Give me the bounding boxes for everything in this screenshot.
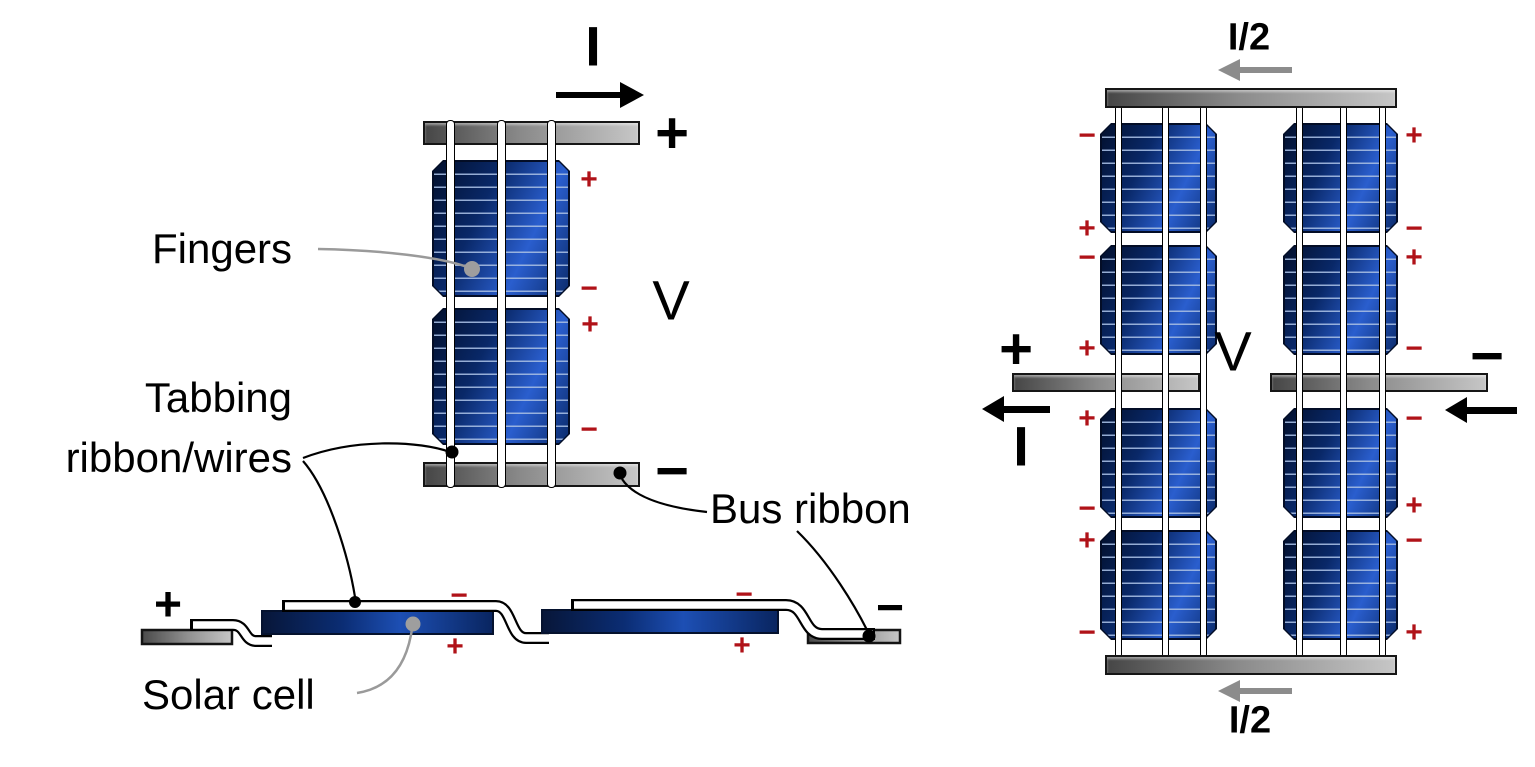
module-current-label: I [1013, 414, 1029, 478]
polarity-mark: − [580, 272, 598, 305]
bus-ribbon-dot-b [862, 629, 876, 643]
module-top-current-label: I/2 [1227, 16, 1271, 59]
tabbing-ribbon-label-line1: Tabbing [144, 374, 292, 421]
polarity-mark: − [1078, 241, 1096, 274]
module-positive-terminal: + [999, 316, 1033, 382]
left-current-arrow-head-icon [620, 82, 644, 108]
bus-ribbon-label: Bus ribbon [710, 485, 911, 532]
fingers-label: Fingers [152, 225, 293, 272]
module-bottom-bus-ribbon [1105, 655, 1397, 675]
polarity-mark: + [1405, 616, 1423, 649]
module-top-arrow-shaft [1240, 67, 1292, 73]
polarity-mark: − [1078, 616, 1096, 649]
left-voltage-label: V [652, 268, 690, 332]
polarity-mark: + [1078, 524, 1096, 557]
left-current-arrow-shaft [556, 92, 620, 98]
cross-section-drawing [140, 599, 902, 647]
left-current-label: I [585, 14, 601, 78]
tabbing-wire [547, 120, 556, 488]
polarity-mark: + [581, 308, 599, 341]
polarity-mark: − [450, 579, 468, 612]
tabbing-wire [1340, 105, 1347, 658]
xsec-tabbing-ribbon-1-outline [190, 619, 272, 647]
xsec-tabbing-ribbon-2-outline [282, 600, 549, 644]
tabbing-wire [1162, 105, 1169, 658]
left-negative-terminal: − [655, 438, 689, 504]
left-top-bus-ribbon [423, 121, 640, 145]
xsec-positive-terminal: + [153, 578, 183, 632]
module-top-arrow-head-icon [1218, 59, 1240, 81]
tabbing-leader-line-a [302, 442, 451, 460]
polarity-mark: − [1405, 332, 1423, 365]
xsec-negative-terminal: − [875, 581, 905, 635]
xsec-tabbing-ribbon-3 [574, 601, 873, 638]
solar-cell-leader-line [356, 628, 414, 695]
polarity-mark: + [1078, 402, 1096, 435]
left-bottom-bus-ribbon [423, 462, 640, 487]
xsec-tabbing-ribbon-1 [193, 621, 272, 645]
tabbing-leader-line-b [302, 460, 357, 598]
polarity-mark: − [1405, 524, 1423, 557]
solar-cell-label: Solar cell [142, 671, 315, 718]
solar-cell-dot [405, 616, 421, 632]
polarity-mark: − [1078, 119, 1096, 152]
xsec-tabbing-ribbon-2 [285, 602, 549, 642]
tabbing-wire [497, 120, 506, 488]
tabbing-wire [1296, 105, 1303, 658]
module-voltage-label: V [1214, 319, 1252, 383]
tabbing-ribbon-label: Tabbing ribbon/wires [40, 368, 292, 488]
module-bottom-current-label: I/2 [1228, 699, 1272, 742]
tabbing-wire [1115, 105, 1122, 658]
xsec-tabbing-ribbon-3-outline [571, 599, 875, 640]
leader-dots [349, 261, 876, 643]
polarity-mark: + [1405, 241, 1423, 274]
polarity-mark: − [735, 578, 753, 611]
module-negative-terminal: − [1470, 323, 1504, 389]
polarity-mark: − [1405, 402, 1423, 435]
tabbing-wire [1379, 105, 1386, 658]
left-positive-terminal: + [655, 100, 689, 166]
module-bottom-arrow-head-icon [1218, 680, 1240, 702]
module-bottom-arrow-shaft [1240, 688, 1292, 694]
polarity-mark: + [446, 630, 464, 663]
module-right-arrow-head-icon [1445, 397, 1467, 423]
module-left-middle-bus-ribbon [1012, 373, 1200, 392]
module-left-arrow-head-icon [982, 396, 1004, 422]
polarity-mark: − [580, 413, 598, 446]
polarity-mark: + [1078, 332, 1096, 365]
tabbing-wire [1200, 105, 1207, 658]
polarity-mark: − [1405, 212, 1423, 245]
polarity-mark: + [733, 629, 751, 662]
module-left-arrow-shaft [1002, 406, 1050, 413]
tabbing-wire [446, 120, 455, 488]
tabbing-ribbon-label-line2: ribbon/wires [65, 434, 292, 481]
module-top-bus-ribbon [1105, 88, 1397, 108]
polarity-mark: + [1405, 119, 1423, 152]
polarity-mark: + [580, 163, 598, 196]
polarity-mark: − [1078, 492, 1096, 525]
module-right-arrow-shaft [1467, 407, 1517, 414]
polarity-mark: + [1078, 212, 1096, 245]
tabbing-ribbon-dot [349, 596, 361, 608]
bus-ribbon-leader-line-b [796, 530, 868, 631]
polarity-mark: + [1405, 489, 1423, 522]
